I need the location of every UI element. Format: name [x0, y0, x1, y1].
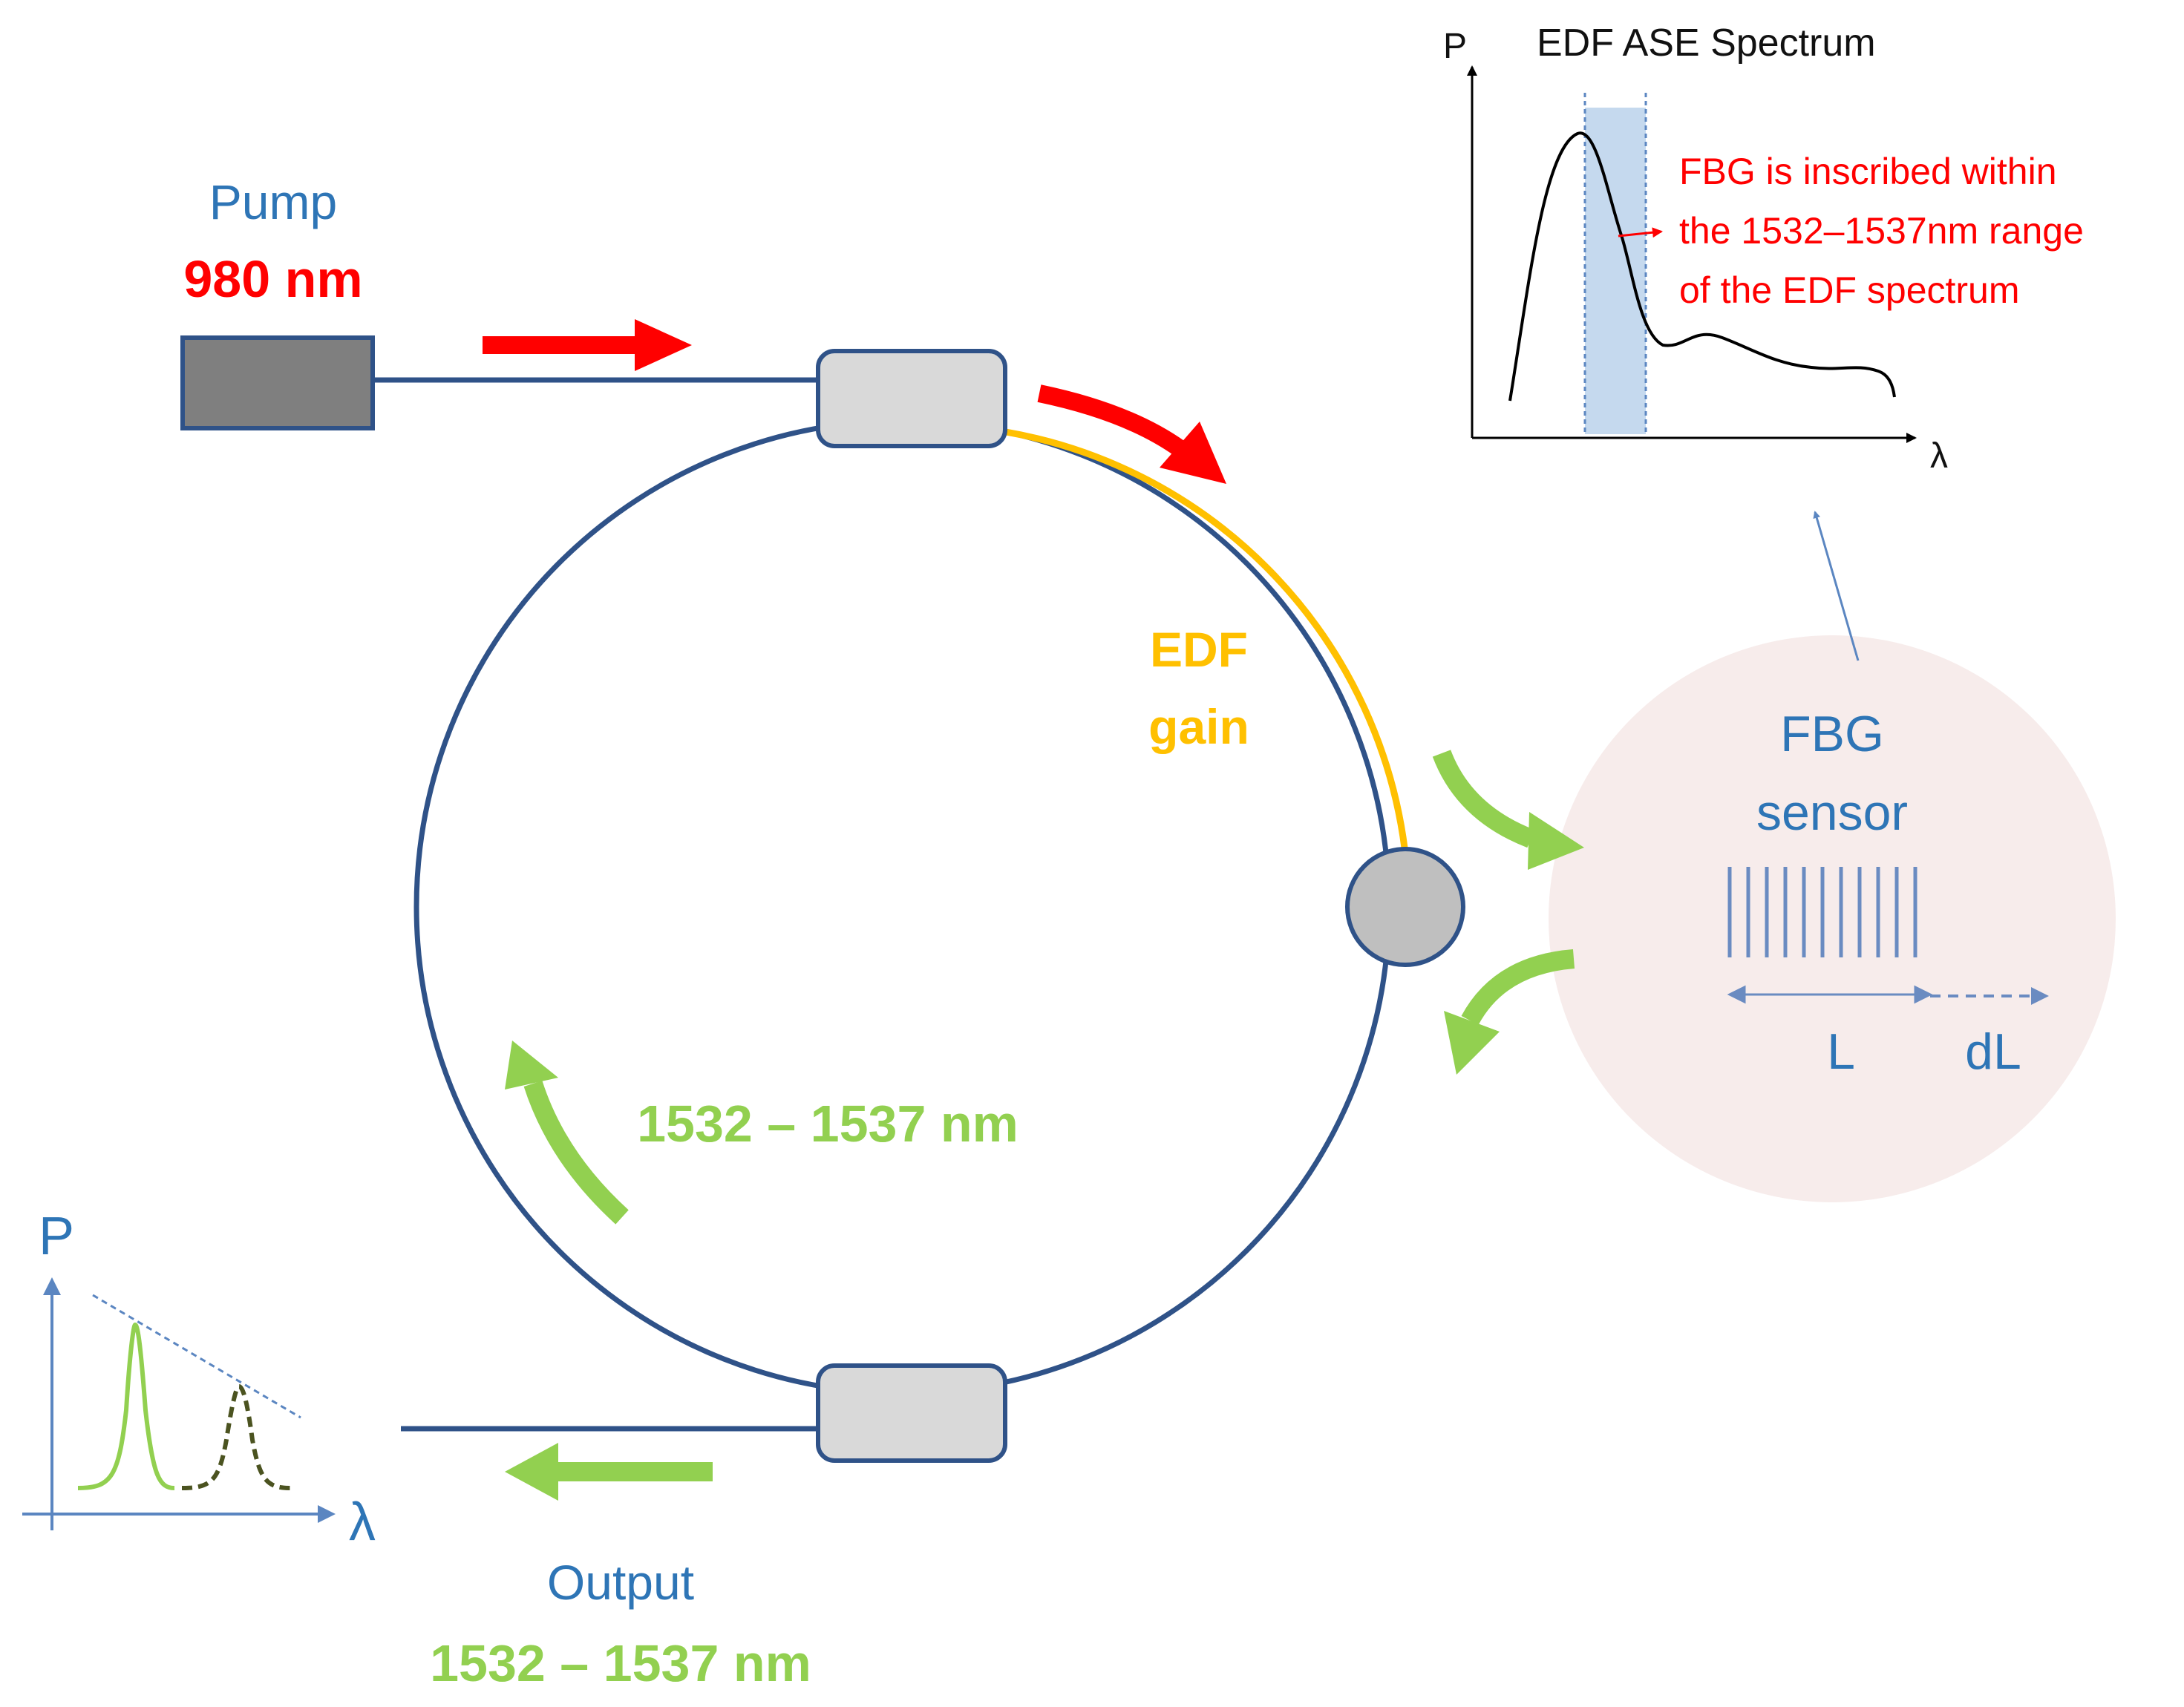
- fbg-grating: [1727, 867, 1917, 957]
- output-coupler: [816, 1363, 1007, 1463]
- ase-x-axis-label: λ: [1930, 436, 1948, 476]
- peak-envelope: [92, 1294, 301, 1419]
- ase-annotation-line-2: the 1532–1537nm range: [1679, 210, 2084, 252]
- sensor-label-line-1: FBG: [1780, 706, 1884, 762]
- sensor-label-line-2: sensor: [1756, 784, 1908, 841]
- output-peak-dashed: [181, 1383, 292, 1490]
- pump-label: Pump: [209, 174, 337, 229]
- pump-arrow-curved: [1037, 384, 1226, 484]
- circulator: [1345, 847, 1465, 967]
- wdm-coupler: [816, 349, 1007, 448]
- loop-signal-label: 1532 – 1537 nm: [637, 1095, 1019, 1153]
- fbg-sensor-background: [1549, 635, 2116, 1202]
- pump-laser-source: [180, 335, 375, 430]
- gain-label-line-1: EDF: [1150, 622, 1248, 677]
- output-x-axis-label: λ: [349, 1493, 376, 1552]
- pump-wavelength: 980 nm: [183, 250, 362, 308]
- ase-curve: [1508, 131, 1896, 402]
- ase-annotation-line-1: FBG is inscribed within: [1679, 151, 2057, 192]
- output-arrow: [505, 1443, 713, 1501]
- annotation-pointer: [1618, 227, 1663, 238]
- signal-arrow-to-fbg: [1432, 750, 1584, 870]
- output-peak-solid: [77, 1322, 175, 1490]
- signal-arrow-from-fbg: [1444, 949, 1575, 1075]
- fiber-ring: [413, 418, 1392, 1396]
- edf-gain-fiber: [1005, 428, 1409, 854]
- fbg-delta-length-arrow: [1930, 987, 2049, 1005]
- fbg-length-label: L: [1827, 1023, 1855, 1080]
- fbg-length-arrow: [1727, 985, 1933, 1004]
- fbg-band-highlight: [1585, 108, 1646, 434]
- output-spectrum-chart: P λ: [22, 1207, 376, 1552]
- output-wavelength: 1532 – 1537 nm: [430, 1634, 811, 1692]
- gain-label-line-2: gain: [1148, 699, 1249, 754]
- ase-chart-title: EDF ASE Spectrum: [1537, 22, 1876, 65]
- ase-y-axis-label: P: [1443, 27, 1467, 66]
- output-label: Output: [547, 1555, 694, 1610]
- output-y-axis-label: P: [39, 1207, 74, 1266]
- sensor-to-chart-arrow: [1813, 511, 1860, 661]
- pump-arrow-straight: [483, 319, 692, 371]
- signal-arrow-loop: [505, 1041, 629, 1225]
- fbg-delta-length-label: dL: [1965, 1023, 2021, 1080]
- ase-annotation-line-3: of the EDF spectrum: [1679, 269, 2020, 311]
- ase-spectrum-chart: P λ EDF ASE Spectrum FBG is inscribed wi…: [1443, 22, 2084, 476]
